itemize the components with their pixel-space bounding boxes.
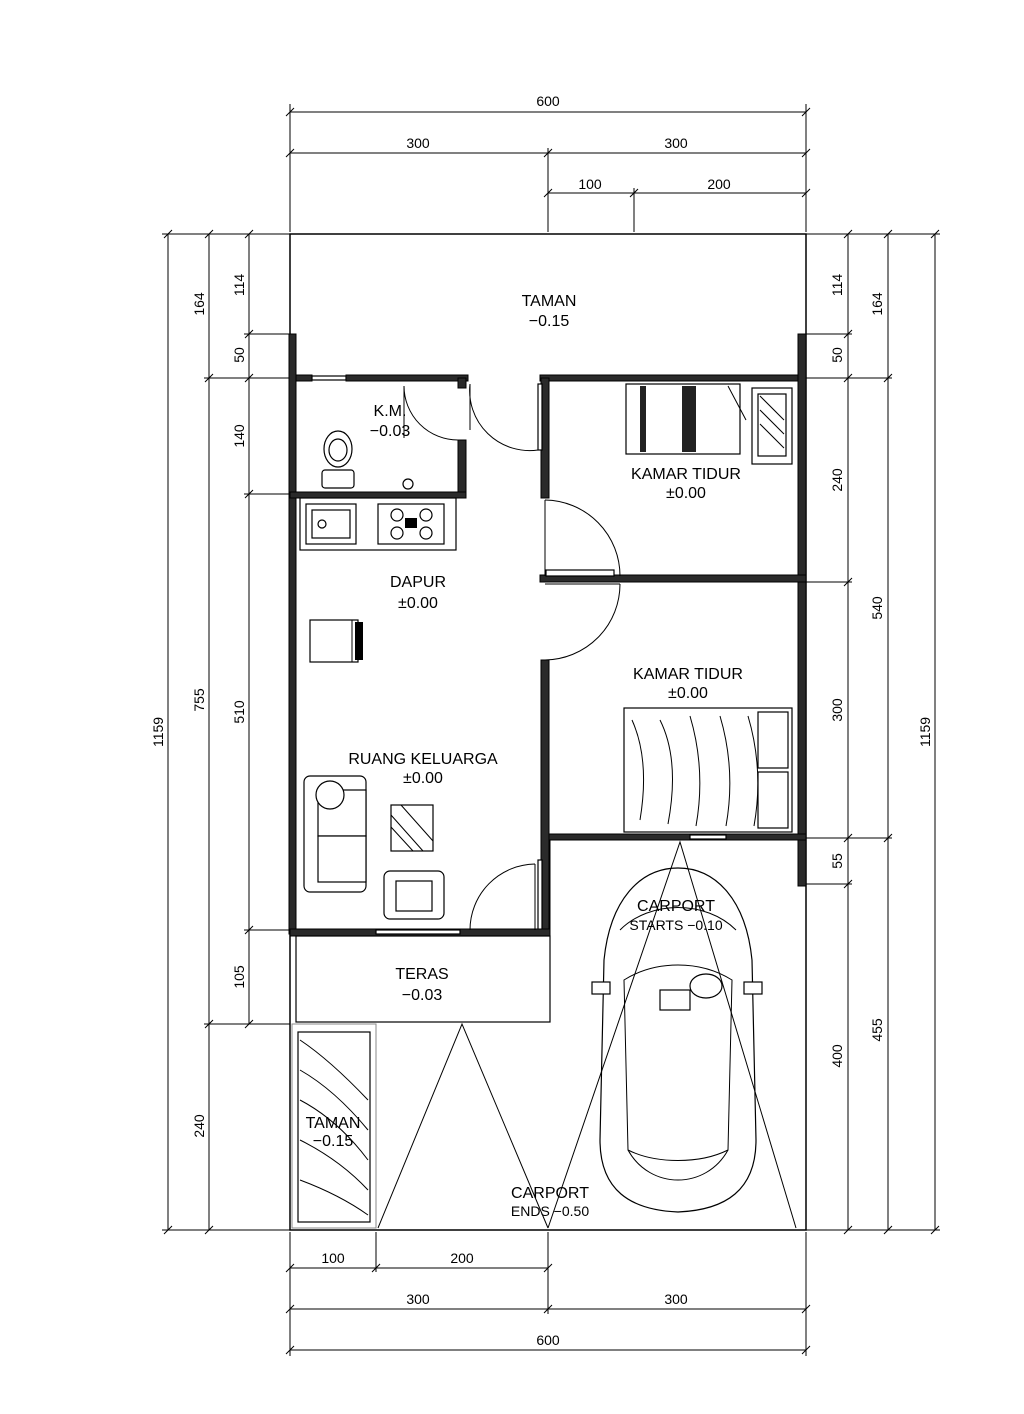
dim-right-164: 164 (869, 292, 885, 316)
dim-bottom-right: 300 (664, 1291, 688, 1307)
right-dimensions: 114 50 240 300 55 400 164 540 455 1159 (806, 229, 940, 1235)
dim-bottom-total: 600 (536, 1332, 560, 1348)
floor-drain-icon (402, 478, 414, 490)
label-dapur-level: ±0.00 (398, 595, 438, 612)
dim-bottom-sub-left: 100 (321, 1250, 345, 1266)
dim-top-right: 300 (664, 135, 688, 151)
sofa-icon (303, 775, 367, 893)
garden-planter (291, 1023, 377, 1229)
dim-bottom-sub-right: 200 (450, 1250, 474, 1266)
dim-left-50: 50 (231, 347, 247, 363)
km-door-swing (403, 385, 459, 441)
carport-slope-lines (377, 840, 797, 1229)
label-ruang-keluarga-name: RUANG KELUARGA (348, 751, 498, 768)
label-teras-name: TERAS (395, 966, 448, 983)
left-dimensions: 1159 164 755 240 114 50 140 510 105 (150, 229, 300, 1235)
label-carport-start-name: CARPORT (637, 898, 715, 915)
label-taman-bottom-name: TAMAN (306, 1115, 361, 1132)
dim-right-300: 300 (829, 698, 845, 722)
dim-left-510: 510 (231, 700, 247, 724)
label-km-level: −0.03 (370, 423, 411, 440)
bed-2-icon (623, 707, 793, 833)
doors (403, 383, 621, 931)
dim-right-400: 400 (829, 1044, 845, 1068)
label-carport-start-level: STARTS −0.10 (629, 917, 722, 933)
coffee-table-icon (390, 804, 434, 852)
room-labels: TAMAN −0.15 K.M. −0.03 KAMAR TIDUR ±0.00… (306, 293, 743, 1219)
dim-left-140: 140 (231, 424, 247, 448)
dim-left-outer-total: 1159 (150, 717, 166, 747)
bed-1-icon (625, 383, 793, 465)
label-km-name: K.M. (374, 403, 407, 420)
dim-bottom-left: 300 (406, 1291, 430, 1307)
toilet-icon (321, 430, 355, 489)
dim-right-240: 240 (829, 468, 845, 492)
label-kamar-tidur-1-name: KAMAR TIDUR (631, 466, 741, 483)
label-kamar-tidur-2-level: ±0.00 (668, 685, 708, 702)
label-teras-level: −0.03 (402, 987, 443, 1004)
furniture (299, 383, 793, 920)
dim-top-sub-right: 200 (707, 176, 731, 192)
label-ruang-keluarga-level: ±0.00 (403, 770, 443, 787)
dim-left-164: 164 (191, 292, 207, 316)
dim-left-755: 755 (191, 688, 207, 712)
label-carport-end-name: CARPORT (511, 1185, 589, 1202)
dim-right-50: 50 (829, 347, 845, 363)
teras-area (295, 935, 551, 1023)
dim-left-240: 240 (191, 1114, 207, 1138)
bottom-dimensions: 100 200 300 300 600 (285, 1232, 811, 1356)
armchair-icon (383, 870, 445, 920)
top-dimensions: 600 300 300 100 200 (285, 93, 811, 232)
dim-top-total: 600 (536, 93, 560, 109)
sink-icon (305, 503, 357, 545)
label-taman-bottom-level: −0.15 (313, 1133, 354, 1150)
dim-right-455: 455 (869, 1018, 885, 1042)
dim-left-105: 105 (231, 965, 247, 989)
label-kamar-tidur-1-level: ±0.00 (666, 485, 706, 502)
label-taman-top-level: −0.15 (529, 313, 570, 330)
dim-right-55: 55 (829, 853, 845, 869)
car-icon (591, 867, 763, 1213)
refrigerator-icon (309, 619, 363, 663)
label-dapur-name: DAPUR (390, 574, 446, 591)
dim-top-sub-left: 100 (578, 176, 602, 192)
label-carport-end-level: ENDS −0.50 (511, 1203, 589, 1219)
dim-right-540: 540 (869, 596, 885, 620)
dim-top-left: 300 (406, 135, 430, 151)
label-taman-top-name: TAMAN (522, 293, 577, 310)
dim-left-114: 114 (231, 274, 247, 297)
label-kamar-tidur-2-name: KAMAR TIDUR (633, 666, 743, 683)
stove-icon (377, 503, 445, 545)
walls (288, 333, 807, 937)
dim-right-outer-total: 1159 (917, 717, 933, 747)
dim-right-114: 114 (829, 274, 845, 297)
